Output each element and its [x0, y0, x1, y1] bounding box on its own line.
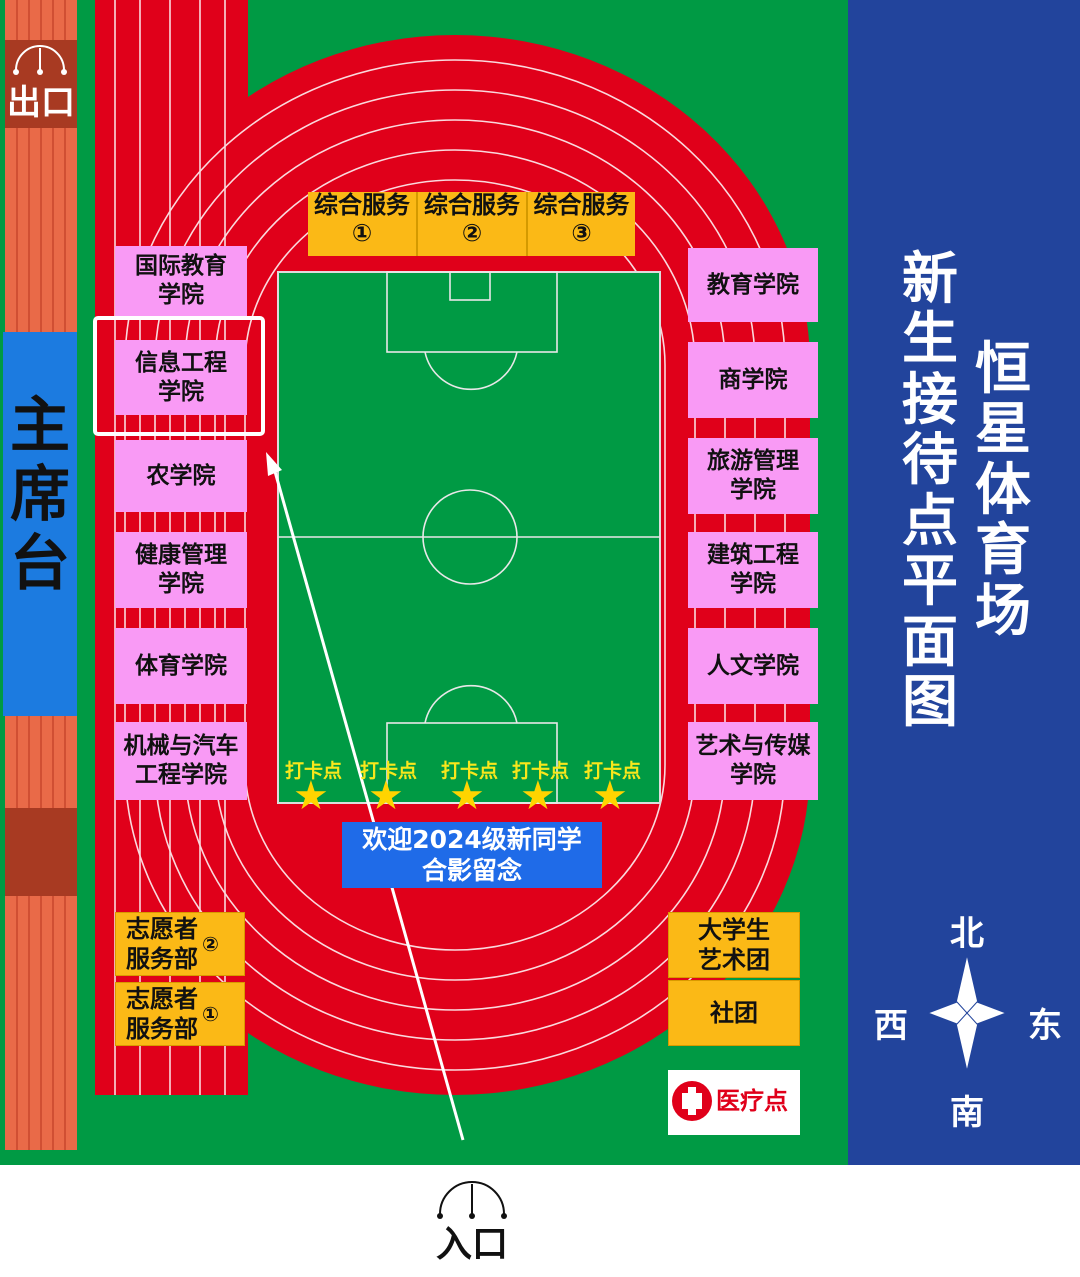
main-stand-label: 主席台	[10, 391, 70, 599]
compass-north: 北	[950, 914, 984, 954]
star-icon: ★	[293, 773, 329, 819]
checkin-label-5: 打卡点	[584, 760, 642, 782]
college-right-3[interactable]: 旅游管理学院	[688, 438, 818, 514]
route-arrow	[272, 467, 465, 1141]
exit-door-icon	[15, 45, 65, 72]
compass-south: 南	[950, 1093, 984, 1133]
star-icon: ★	[449, 773, 485, 819]
exit-label: 出口	[7, 83, 75, 123]
checkin-label-3: 打卡点	[441, 760, 499, 782]
college-right-1[interactable]: 教育学院	[688, 248, 818, 322]
stadium-name: 恒星体育场	[975, 337, 1031, 644]
checkin-label-1: 打卡点	[285, 760, 343, 782]
star-icon: ★	[520, 773, 556, 819]
college-left-6[interactable]: 机械与汽车工程学院	[115, 722, 247, 800]
college-right-6[interactable]: 艺术与传媒学院	[688, 722, 818, 800]
college-left-2[interactable]: 信息工程学院	[115, 340, 247, 415]
highlight-frame	[93, 316, 265, 436]
compass-icon	[926, 954, 1008, 1072]
compass-east: 东	[1028, 1006, 1062, 1046]
main-stand	[3, 332, 77, 716]
star-icon: ★	[368, 773, 404, 819]
college-right-5[interactable]: 人文学院	[688, 628, 818, 704]
medical-point[interactable]: 医疗点	[716, 1087, 788, 1115]
entrance-door-icon	[439, 1181, 505, 1215]
college-left-3[interactable]: 农学院	[115, 440, 247, 512]
star-icon: ★	[592, 773, 628, 819]
college-right-4[interactable]: 建筑工程学院	[688, 532, 818, 608]
college-left-4[interactable]: 健康管理学院	[115, 532, 247, 608]
art-troupe[interactable]: 大学生艺术团	[668, 912, 800, 978]
college-left-1[interactable]: 国际教育学院	[115, 246, 247, 316]
college-left-5[interactable]: 体育学院	[115, 628, 247, 704]
entrance-label: 入口	[435, 1224, 508, 1265]
map-title: 新生接待点平面图	[902, 247, 958, 736]
college-right-2[interactable]: 商学院	[688, 342, 818, 418]
compass-west: 西	[874, 1006, 908, 1046]
club[interactable]: 社团	[668, 980, 800, 1046]
welcome-banner: 欢迎2024级新同学合影留念	[342, 822, 602, 888]
checkin-label-4: 打卡点	[512, 760, 570, 782]
checkin-label-2: 打卡点	[360, 760, 418, 782]
